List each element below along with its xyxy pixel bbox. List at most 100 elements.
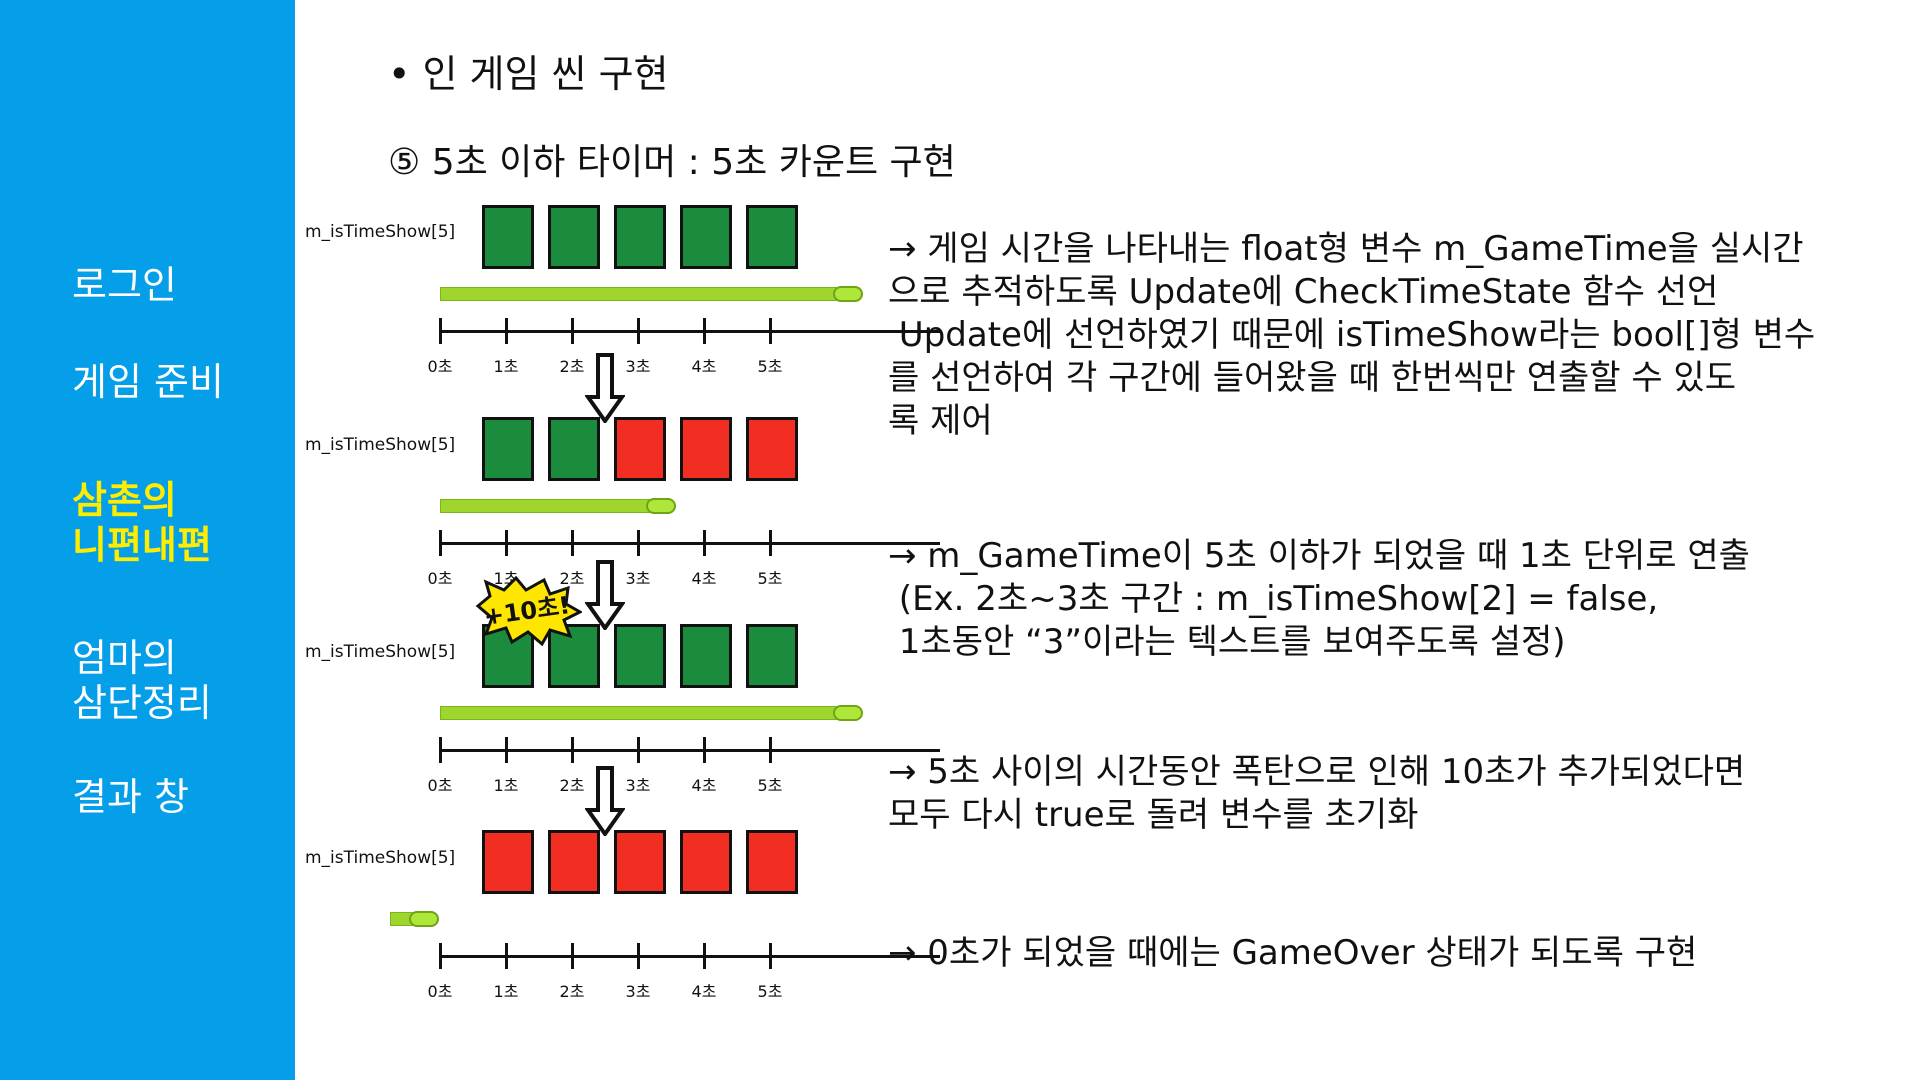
array-box-2 bbox=[614, 624, 666, 688]
axis-tick bbox=[505, 943, 508, 969]
axis-tick-label: 3초 bbox=[625, 982, 651, 1001]
array-box-3 bbox=[680, 624, 732, 688]
array-box-4 bbox=[746, 417, 798, 481]
time-axis bbox=[440, 542, 940, 545]
axis-tick-label: 2초 bbox=[559, 357, 585, 376]
axis-tick bbox=[505, 737, 508, 763]
timer-bar bbox=[440, 286, 863, 302]
axis-tick bbox=[703, 943, 706, 969]
axis-tick bbox=[637, 318, 640, 344]
axis-tick bbox=[439, 943, 442, 969]
bonus-badge: +10초! bbox=[475, 576, 582, 646]
axis-tick bbox=[505, 318, 508, 344]
array-box-2 bbox=[614, 417, 666, 481]
axis-tick-label: 3초 bbox=[625, 357, 651, 376]
axis-tick bbox=[769, 530, 772, 556]
timer-bar bbox=[440, 498, 676, 514]
axis-tick-label: 3초 bbox=[625, 776, 651, 795]
array-box-4 bbox=[746, 830, 798, 894]
axis-tick-label: 1초 bbox=[493, 982, 519, 1001]
sidebar: 로그인 게임 준비 삼촌의 니편내편 엄마의 삼단정리 결과 창 bbox=[0, 0, 295, 1080]
array-label: m_isTimeShow[5] bbox=[305, 222, 456, 242]
axis-tick bbox=[571, 737, 574, 763]
axis-tick bbox=[439, 737, 442, 763]
array-box-0 bbox=[482, 417, 534, 481]
time-axis bbox=[440, 749, 940, 752]
timer-diagram-2: 0초 1초 2초 3초 4초 5초 bbox=[300, 353, 940, 588]
array-box-4 bbox=[746, 624, 798, 688]
down-arrow-icon bbox=[585, 353, 625, 423]
axis-tick bbox=[769, 318, 772, 344]
timer-fuse-icon bbox=[833, 705, 863, 721]
array-box-3 bbox=[680, 205, 732, 269]
sidebar-item-mom-game[interactable]: 엄마의 삼단정리 bbox=[72, 636, 212, 725]
array-box-1 bbox=[548, 624, 600, 688]
axis-tick-label: 4초 bbox=[691, 569, 717, 588]
description-3: → 5초 사이의 시간동안 폭탄으로 인해 10초가 추가되었다면 모두 다시 … bbox=[888, 752, 1746, 835]
array-box-2 bbox=[614, 830, 666, 894]
array-box-0 bbox=[482, 830, 534, 894]
sidebar-item-login[interactable]: 로그인 bbox=[72, 263, 177, 307]
array-box-3 bbox=[680, 830, 732, 894]
axis-tick-label: 5초 bbox=[757, 357, 783, 376]
axis-tick bbox=[769, 943, 772, 969]
axis-tick-label: 0초 bbox=[427, 569, 453, 588]
time-axis bbox=[440, 955, 940, 958]
down-arrow-icon bbox=[585, 766, 625, 836]
timer-diagram-4: 0초 1초 2초 3초 4초 5초 bbox=[300, 766, 940, 1001]
array-label: m_isTimeShow[5] bbox=[305, 642, 456, 662]
sidebar-item-game-ready[interactable]: 게임 준비 bbox=[72, 360, 224, 404]
timer-diagram-1: 0초 1초 2초 3초 4초 5초 bbox=[300, 205, 940, 376]
array-box-1 bbox=[548, 830, 600, 894]
description-4: → 0초가 되었을 때에는 GameOver 상태가 되도록 구현 bbox=[888, 933, 1698, 973]
axis-tick-label: 2초 bbox=[559, 982, 585, 1001]
axis-tick-label: 0초 bbox=[427, 357, 453, 376]
slide-title: • 인 게임 씬 구현 bbox=[388, 52, 669, 96]
timer-fuse-icon bbox=[409, 911, 439, 927]
description-2: → m_GameTime이 5초 이하가 되었을 때 1초 단위로 연출 (Ex… bbox=[888, 536, 1750, 662]
axis-tick bbox=[439, 530, 442, 556]
axis-tick-label: 5초 bbox=[757, 982, 783, 1001]
timer-bar bbox=[440, 705, 863, 721]
axis-tick bbox=[505, 530, 508, 556]
array-label: m_isTimeShow[5] bbox=[305, 848, 456, 868]
axis-tick-label: 4초 bbox=[691, 982, 717, 1001]
axis-tick-label: 2초 bbox=[559, 776, 585, 795]
axis-tick bbox=[703, 318, 706, 344]
sidebar-item-result[interactable]: 결과 창 bbox=[72, 775, 189, 819]
axis-tick-label: 3초 bbox=[625, 569, 651, 588]
timer-fuse-icon bbox=[646, 498, 676, 514]
axis-tick-label: 0초 bbox=[427, 982, 453, 1001]
axis-tick-label: 5초 bbox=[757, 776, 783, 795]
timer-fuse-icon bbox=[833, 286, 863, 302]
axis-tick bbox=[571, 943, 574, 969]
axis-tick bbox=[769, 737, 772, 763]
axis-tick-label: 1초 bbox=[493, 357, 519, 376]
timer-bar bbox=[390, 911, 439, 927]
array-box-2 bbox=[614, 205, 666, 269]
axis-tick-label: 0초 bbox=[427, 776, 453, 795]
axis-tick-label: 1초 bbox=[493, 776, 519, 795]
array-label: m_isTimeShow[5] bbox=[305, 435, 456, 455]
down-arrow-icon bbox=[585, 560, 625, 630]
axis-tick bbox=[571, 318, 574, 344]
axis-tick-label: 4초 bbox=[691, 357, 717, 376]
axis-tick bbox=[703, 737, 706, 763]
description-1: → 게임 시간을 나타내는 float형 변수 m_GameTime을 실시간 … bbox=[888, 229, 1816, 441]
axis-tick bbox=[637, 530, 640, 556]
sidebar-item-uncle-game[interactable]: 삼촌의 니편내편 bbox=[72, 478, 212, 567]
axis-tick bbox=[571, 530, 574, 556]
axis-tick bbox=[703, 530, 706, 556]
array-box-4 bbox=[746, 205, 798, 269]
timer-diagram-3: 0초 1초 2초 3초 4초 5초 +10초! bbox=[300, 560, 940, 795]
axis-tick bbox=[637, 943, 640, 969]
array-box-1 bbox=[548, 417, 600, 481]
axis-tick-label: 5초 bbox=[757, 569, 783, 588]
time-axis bbox=[440, 330, 940, 333]
axis-tick bbox=[637, 737, 640, 763]
axis-tick-label: 4초 bbox=[691, 776, 717, 795]
array-box-1 bbox=[548, 205, 600, 269]
section-subtitle: ⑤ 5초 이하 타이머 : 5초 카운트 구현 bbox=[388, 142, 956, 183]
array-box-0 bbox=[482, 205, 534, 269]
axis-tick bbox=[439, 318, 442, 344]
